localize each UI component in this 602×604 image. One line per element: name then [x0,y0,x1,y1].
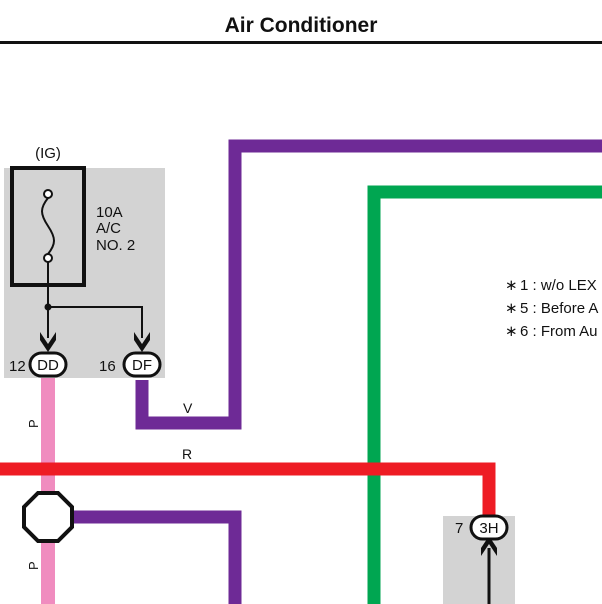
arrow-df [134,332,150,352]
fuse-terminal-bottom [43,253,53,263]
wire-red-code: R [182,446,192,462]
connector-3h-pin: 7 [455,520,463,537]
arrow-dd [40,332,56,352]
wire-violet-code: V [183,400,193,416]
fuse-terminal-top [43,189,53,199]
connector-3h [469,514,509,541]
connector-dd-pin: 12 [9,358,26,375]
connector-dd-id: DD [37,357,59,374]
note-text-3: 6 : From Au [520,323,598,340]
note-text-2: 5 : Before A [520,300,598,317]
page-title: Air Conditioner [224,14,378,37]
fuse-branch-line [48,306,143,338]
fuse-element [41,197,55,255]
title-underline [0,41,602,44]
fuse-rating: 10A [96,204,123,221]
wire-violet [135,139,602,430]
connector-df [122,351,162,378]
fuse-name-line1: A/C [96,220,121,237]
power-source-label: (IG) [35,145,61,162]
note-mark-1: ∗ [505,277,518,294]
connector-dd [28,351,68,378]
splice-point [22,491,74,543]
connector-3h-id: 3H [479,520,498,537]
note-text-1: 1 : w/o LEX [520,277,597,294]
junction-dot [44,303,52,311]
note-mark-2: ∗ [505,300,518,317]
wire-pink-code-lower: P [26,561,41,570]
wire-red [0,462,496,516]
fuse-name-line2: NO. 2 [96,237,135,254]
connector-df-pin: 16 [99,358,116,375]
note-mark-3: ∗ [505,323,518,340]
wire-violet-lower [70,510,242,604]
wire-pink-code-upper: P [26,419,41,428]
connector-df-id: DF [132,357,152,374]
